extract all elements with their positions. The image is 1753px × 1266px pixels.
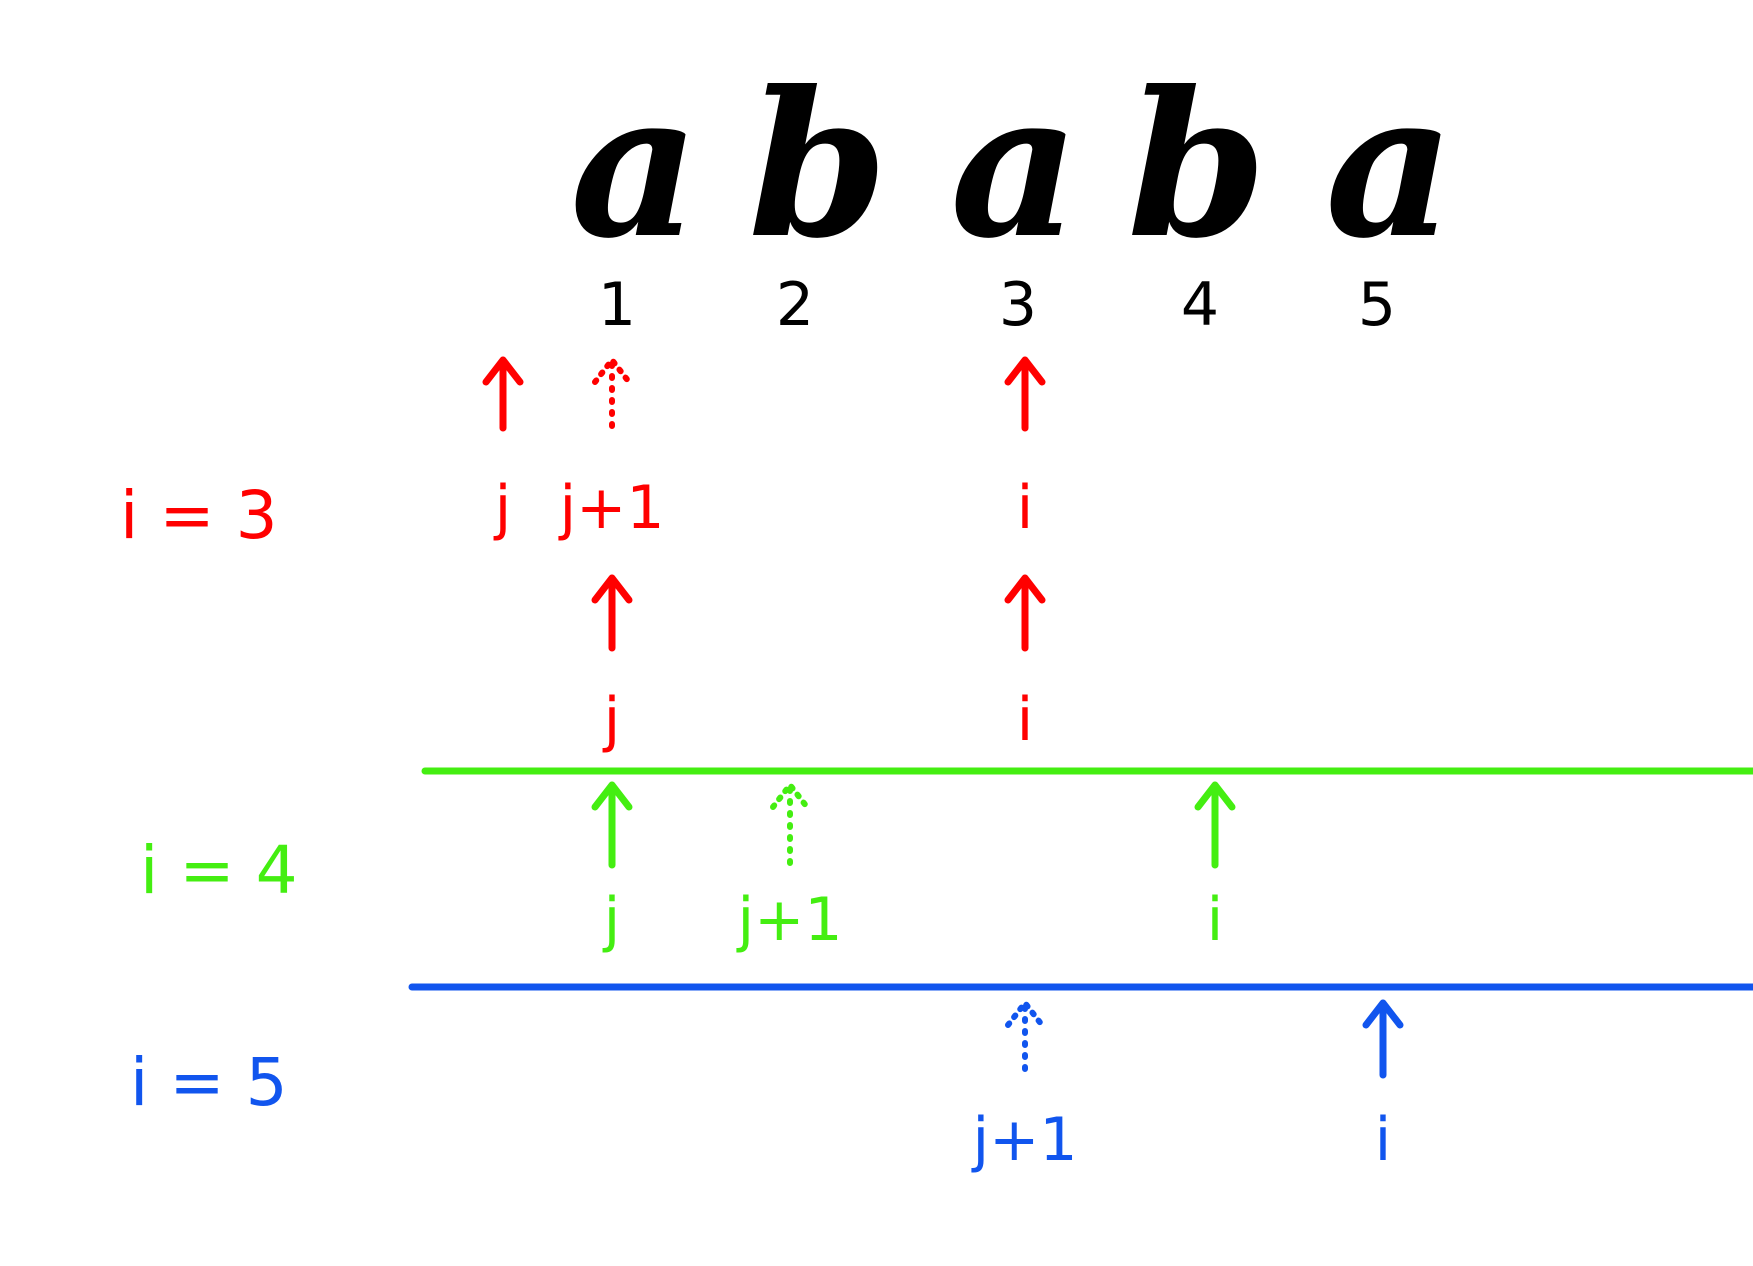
i5-j-plus-1-marker: j+1 [970, 1000, 1078, 1175]
i4-i-marker: i [1194, 781, 1236, 955]
arrow-head [591, 574, 633, 604]
arrow-head [1004, 356, 1046, 386]
string-letter: b [1127, 48, 1267, 283]
string-letters: a b a b a [570, 48, 1455, 283]
pointer-label: j [493, 473, 512, 543]
arrow-head [1004, 574, 1046, 604]
arrow-head [591, 781, 633, 811]
i3-i-marker: i [1004, 356, 1046, 543]
arrow-head [1005, 1000, 1045, 1028]
i3-j-plus-1-marker: j+1 [557, 357, 665, 543]
arrow-head [482, 356, 524, 386]
string-letter: a [570, 48, 700, 283]
index-label: 4 [1181, 270, 1219, 340]
index-label: 3 [999, 270, 1037, 340]
pointer-label: j [602, 885, 621, 955]
pointer-label: j+1 [735, 885, 842, 955]
string-letter: a [1325, 48, 1455, 283]
row-label-i3: i = 3 [120, 477, 278, 554]
pointer-label: j+1 [970, 1105, 1077, 1175]
pointer-label: i [1207, 885, 1224, 955]
pointer-markers: j j+1 i j i j j+1 i j+1 i [482, 356, 1404, 1175]
arrow-head [592, 357, 632, 385]
i3-j-marker: j [482, 356, 524, 543]
pointer-label: i [1017, 473, 1034, 543]
string-letter: b [748, 48, 888, 283]
string-indices: 1 2 3 4 5 [598, 270, 1396, 340]
arrow-head [1194, 781, 1236, 811]
pointer-label: i [1375, 1105, 1392, 1175]
i3-j-marker-second: j [591, 574, 633, 755]
i3-i-marker-second: i [1004, 574, 1046, 755]
i4-j-plus-1-marker: j+1 [735, 782, 843, 955]
row-label-i4: i = 4 [140, 832, 298, 909]
i5-i-marker: i [1362, 999, 1404, 1175]
row-label-i5: i = 5 [130, 1044, 288, 1121]
string-letter: a [950, 48, 1080, 283]
index-label: 2 [776, 270, 814, 340]
index-label: 5 [1358, 270, 1396, 340]
pointer-label: j+1 [557, 473, 664, 543]
i4-j-marker: j [591, 781, 633, 955]
index-label: 1 [598, 270, 636, 340]
arrow-head [770, 782, 810, 810]
arrow-head [1362, 999, 1404, 1029]
pointer-label: j [602, 685, 621, 755]
pointer-label: i [1017, 685, 1034, 755]
